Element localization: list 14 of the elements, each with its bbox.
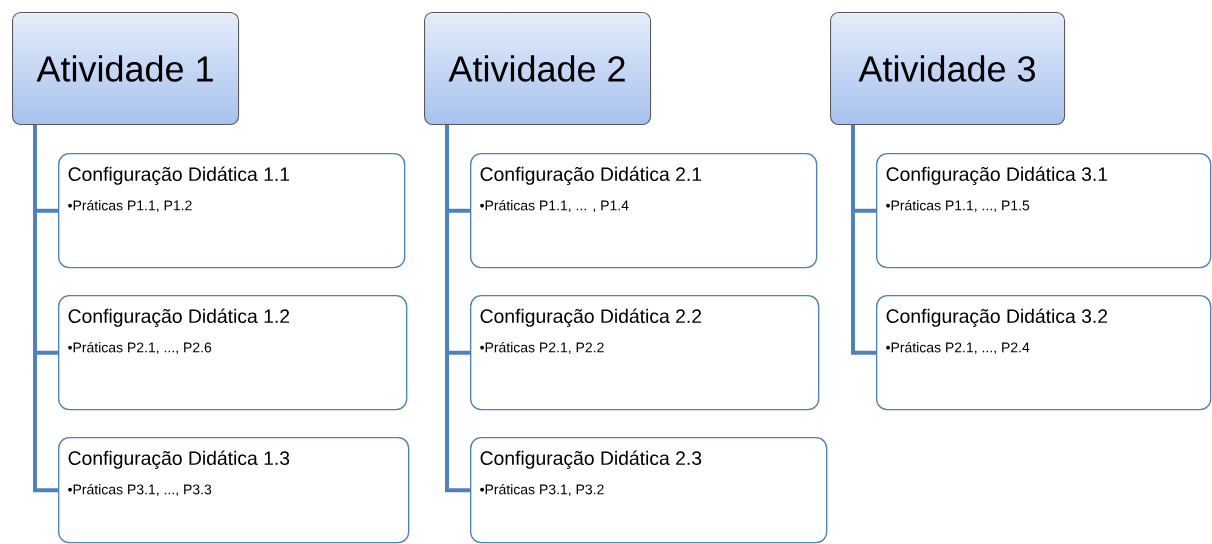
configuration-box: Configuração Didática 2.1 •Práticas P1.1, ... , P1.4 [470, 153, 818, 269]
connector-line [445, 125, 470, 493]
connector-line [851, 125, 876, 355]
configuration-box: Configuração Didática 1.1 •Práticas P1.1, P1.2 [58, 153, 406, 269]
connector-line [33, 125, 58, 493]
configuration-box: Configuração Didática 1.3 •Práticas P3.1, ..., P3.3 [58, 437, 410, 544]
activity-box: Atividade 1 [12, 12, 240, 126]
activity-box: Atividade 3 [830, 12, 1066, 126]
configuration-box: Configuração Didática 2.2 •Práticas P2.1, P2.2 [470, 295, 820, 411]
configuration-box: Configuração Didática 3.1 •Práticas P1.1, ..., P1.5 [876, 153, 1212, 269]
configuration-box: Configuração Didática 3.2 •Práticas P2.1, ..., P2.4 [876, 295, 1212, 411]
configuration-box: Configuração Didática 2.3 •Práticas P3.1, P3.2 [470, 437, 828, 544]
configuration-box: Configuração Didática 1.2 •Práticas P2.1, ..., P2.6 [58, 295, 408, 411]
activity-box: Atividade 2 [424, 12, 652, 126]
